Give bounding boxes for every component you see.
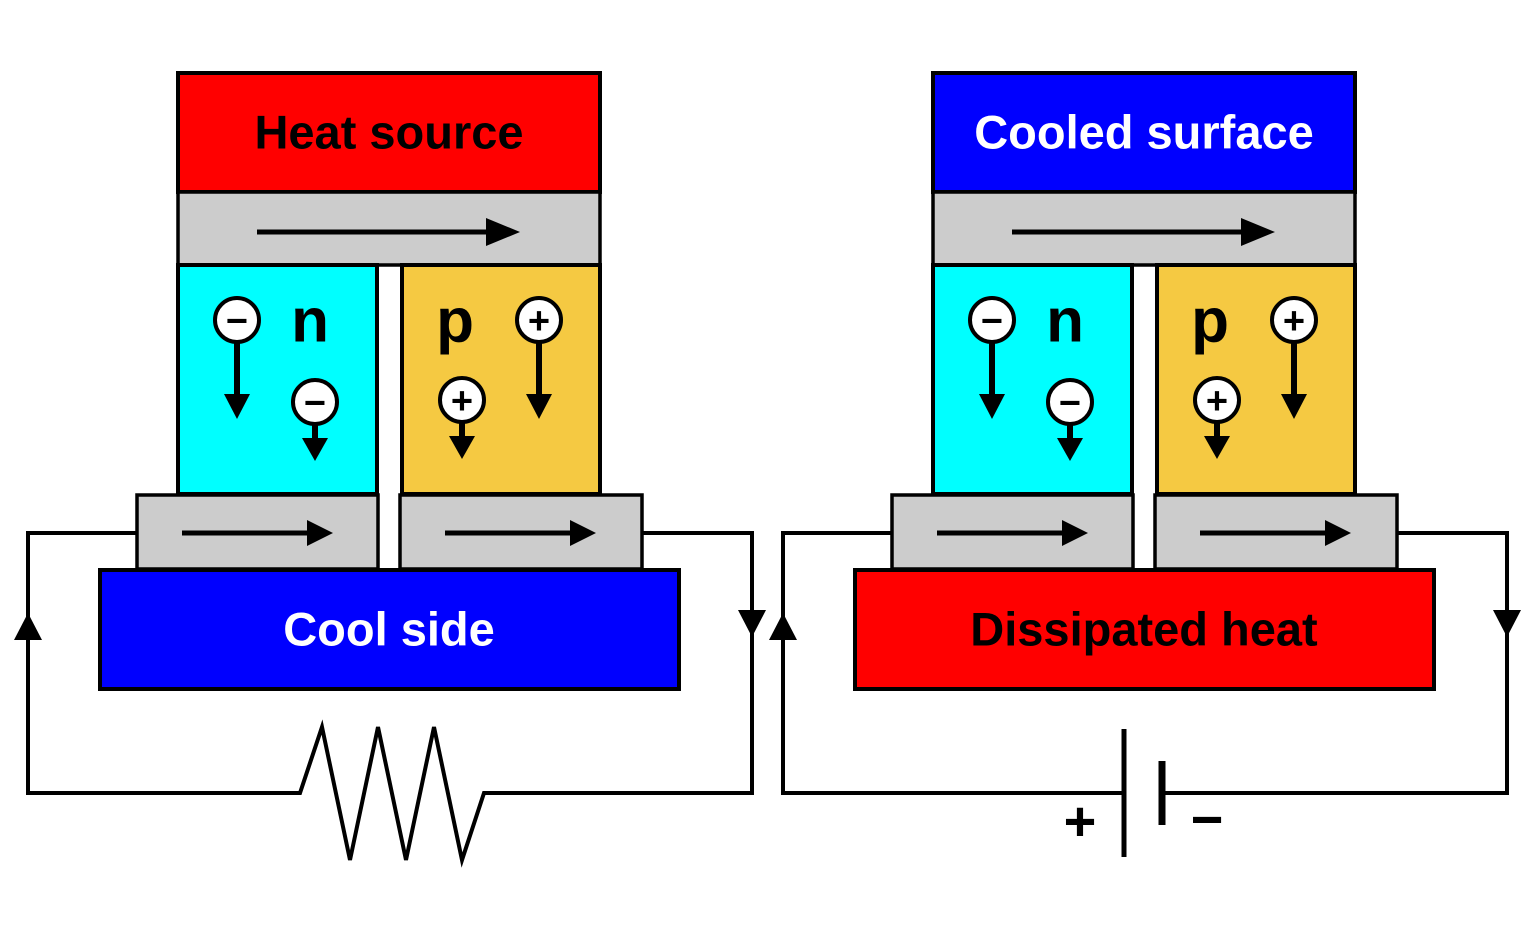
p-leg-label: p (1191, 287, 1229, 356)
carrier-motion-arrow-icon (449, 436, 475, 459)
heat-flow-arrow-icon (257, 218, 520, 246)
battery-symbol: + − (1064, 729, 1224, 857)
electron-carrier: − (291, 378, 339, 461)
circuit-wire (781, 531, 1124, 795)
generator-circuit (14, 531, 766, 868)
p-leg-label: p (436, 287, 474, 356)
svg-text:−: − (304, 382, 326, 424)
p-type-leg (1155, 263, 1357, 496)
n-leg-label: n (291, 287, 329, 356)
heat-flow-arrow-icon (1200, 520, 1351, 546)
current-arrow-down-icon (738, 610, 766, 637)
cooled-surface-label: Cooled surface (974, 105, 1314, 158)
resistor-symbol (26, 531, 754, 868)
hole-carrier: + (1193, 376, 1241, 459)
n-leg-label: n (1046, 287, 1084, 356)
heat-flow-arrow-icon (182, 520, 333, 546)
carrier-motion-arrow-icon (1281, 394, 1307, 419)
current-arrow-down-icon (1493, 610, 1521, 637)
hole-carrier: + (1270, 296, 1318, 419)
heat-flow-arrow-icon (1012, 218, 1275, 246)
carrier-motion-arrow-icon (1057, 438, 1083, 461)
n-type-leg (176, 263, 379, 496)
carrier-motion-arrow-icon (224, 394, 250, 419)
svg-text:−: − (226, 300, 248, 342)
carrier-motion-arrow-icon (526, 394, 552, 419)
dissipated-heat-plate (853, 568, 1436, 691)
svg-text:+: + (1283, 300, 1305, 342)
dissipated-heat-label: Dissipated heat (970, 602, 1318, 655)
p-type-leg (400, 263, 602, 496)
battery-minus-label: − (1191, 788, 1224, 851)
svg-text:−: − (1059, 382, 1081, 424)
current-arrow-up-icon (14, 613, 42, 640)
n-type-leg (931, 263, 1134, 496)
heat-flow-arrow-icon (445, 520, 596, 546)
cooled-surface-plate (931, 71, 1357, 194)
svg-text:+: + (528, 300, 550, 342)
svg-text:+: + (451, 380, 473, 422)
hole-carrier: + (438, 376, 486, 459)
circuit-wire (1162, 531, 1509, 795)
seebeck-generator-panel: Heat source n p − − + (98, 71, 681, 691)
hole-carrier: + (515, 296, 563, 419)
peltier-cooler-panel: Cooled surface n p − − + (853, 71, 1436, 691)
cooler-circuit: + − (769, 531, 1521, 857)
heat-flow-arrow-icon (937, 520, 1088, 546)
heat-source-label: Heat source (254, 105, 523, 158)
carrier-motion-arrow-icon (302, 438, 328, 461)
electron-carrier: − (213, 296, 261, 419)
electron-carrier: − (1046, 378, 1094, 461)
cool-side-label: Cool side (283, 602, 495, 655)
carrier-motion-arrow-icon (979, 394, 1005, 419)
svg-text:+: + (1206, 380, 1228, 422)
electron-carrier: − (968, 296, 1016, 419)
carrier-motion-arrow-icon (1204, 436, 1230, 459)
current-arrow-up-icon (769, 613, 797, 640)
battery-plus-label: + (1064, 790, 1097, 853)
heat-source-plate (176, 71, 602, 194)
cool-side-plate (98, 568, 681, 691)
hot-side-conductor (176, 190, 602, 267)
cold-side-conductor (931, 190, 1357, 267)
svg-text:−: − (981, 300, 1003, 342)
